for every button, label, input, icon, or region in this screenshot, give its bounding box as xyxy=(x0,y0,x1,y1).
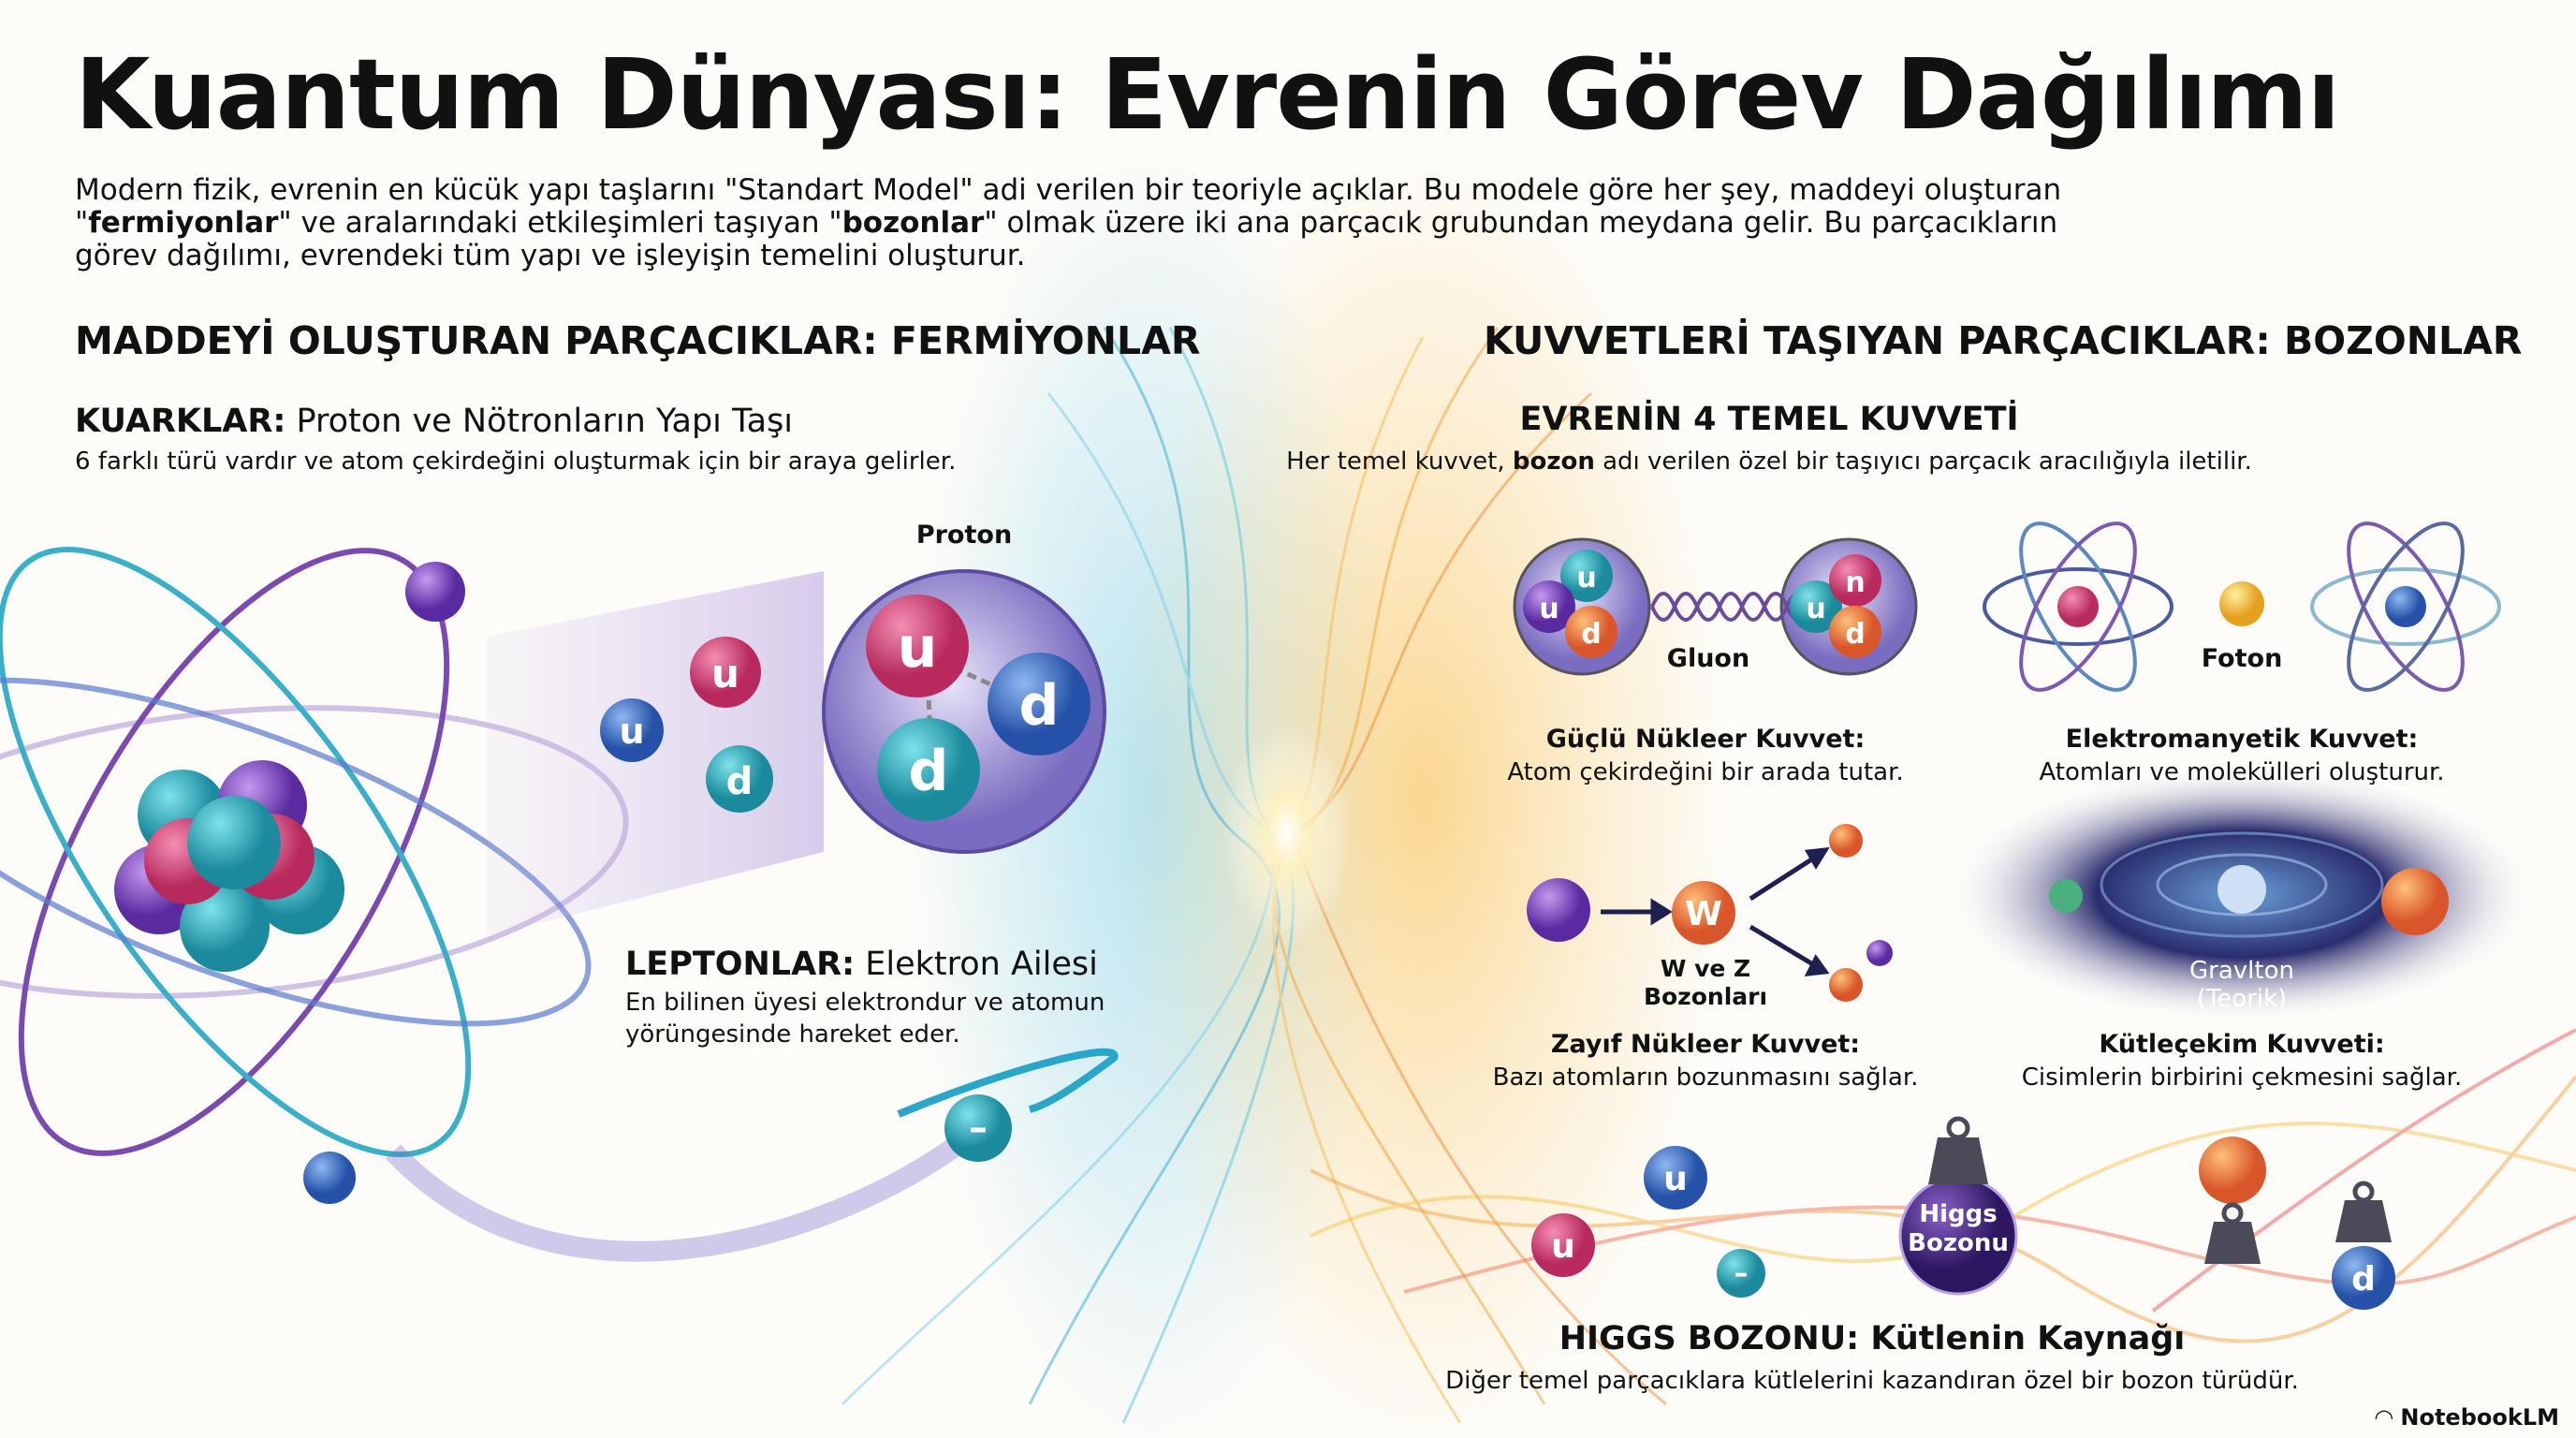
page-title: Kuantum Dünyası: Evrenin Görev Dağılımı xyxy=(75,37,2340,152)
quarks-desc: 6 farklı türü vardır ve atom çekirdeğini… xyxy=(75,448,957,476)
svg-text:u: u xyxy=(1539,593,1559,625)
wz-label: W ve Z xyxy=(1660,955,1751,982)
gravity-force-desc: Cisimlerin birbirini çekmesini sağlar. xyxy=(2021,1064,2463,1092)
quark-u: u xyxy=(619,711,644,752)
leptons-desc: En bilinen üyesi elektrondur ve atomun xyxy=(625,989,1105,1017)
svg-text:u: u xyxy=(1551,1227,1575,1266)
w-boson: W xyxy=(1685,895,1722,933)
strong-force-name: Güçlü Nükleer Kuvvet: xyxy=(1545,725,1866,754)
svg-text:u: u xyxy=(1663,1160,1688,1198)
svg-text:Higgs: Higgs xyxy=(1919,1200,1997,1228)
svg-text:(Teorik): (Teorik) xyxy=(2197,985,2288,1013)
svg-text:Bozonu: Bozonu xyxy=(1908,1229,2009,1257)
svg-text:d: d xyxy=(1845,618,1865,651)
weight-icons xyxy=(1928,1116,2392,1264)
wz-label: Bozonları xyxy=(1643,983,1768,1010)
weak-force-desc: Bazı atomların bozunmasını sağlar. xyxy=(1492,1064,1919,1092)
quark-u: u xyxy=(898,615,938,681)
proton-label: Proton xyxy=(915,521,1013,550)
leptons-title: LEPTONLAR: Elektron Ailesi xyxy=(625,946,1098,983)
photon-label: Foton xyxy=(2201,644,2283,673)
svg-text:–: – xyxy=(1734,1257,1749,1290)
gravity-force-name: Kütleçekim Kuvveti: xyxy=(2099,1030,2385,1059)
notebooklm-logo: ◠ NotebookLM xyxy=(2375,1404,2559,1431)
svg-text:u: u xyxy=(1576,562,1596,594)
weak-force-name: Zayıf Nükleer Kuvvet: xyxy=(1550,1030,1861,1059)
strong-force-desc: Atom çekirdeğini bir arada tutar. xyxy=(1507,758,1904,786)
svg-text:n: n xyxy=(1845,566,1865,599)
quark-d: d xyxy=(1019,673,1060,739)
bosons-heading: KUVVETLERİ TAŞIYAN PARÇACIKLAR: BOZONLAR xyxy=(1484,318,2523,363)
svg-text:u: u xyxy=(1806,593,1825,625)
quarks-title: KUARKLAR: Proton ve Nötronların Yapı Taş… xyxy=(75,403,794,440)
quark-d: d xyxy=(909,739,949,804)
svg-text:Gravlton: Gravlton xyxy=(2189,957,2294,985)
forces-desc: Her temel kuvvet, bozon adı verilen özel… xyxy=(1286,448,2252,476)
notebooklm-icon: ◠ xyxy=(2375,1404,2401,1431)
electron: – xyxy=(969,1107,988,1150)
fermions-heading: MADDEYİ OLUŞTURAN PARÇACIKLAR: FERMİYONL… xyxy=(75,318,1201,363)
svg-text:d: d xyxy=(2351,1260,2376,1299)
higgs-title: HIGGS BOZONU: Kütlenin Kaynağı xyxy=(1559,1320,2186,1357)
quark-u: u xyxy=(711,651,739,697)
higgs-desc: Diğer temel parçacıklara kütlelerini kaz… xyxy=(1445,1367,2299,1395)
leptons-desc: yörüngesinde hareket eder. xyxy=(625,1020,960,1049)
em-force-desc: Atomları ve molekülleri oluşturur. xyxy=(2039,758,2445,786)
quark-d: d xyxy=(726,760,754,803)
em-force-name: Elektromanyetik Kuvvet: xyxy=(2065,725,2419,754)
gluon-label: Gluon xyxy=(1666,644,1750,673)
intro-paragraph: Modern fizik, evrenin en kücük yapı taşl… xyxy=(75,173,2062,272)
svg-text:d: d xyxy=(1581,618,1601,651)
forces-title: EVRENİN 4 TEMEL KUVVETİ xyxy=(1519,401,2019,438)
